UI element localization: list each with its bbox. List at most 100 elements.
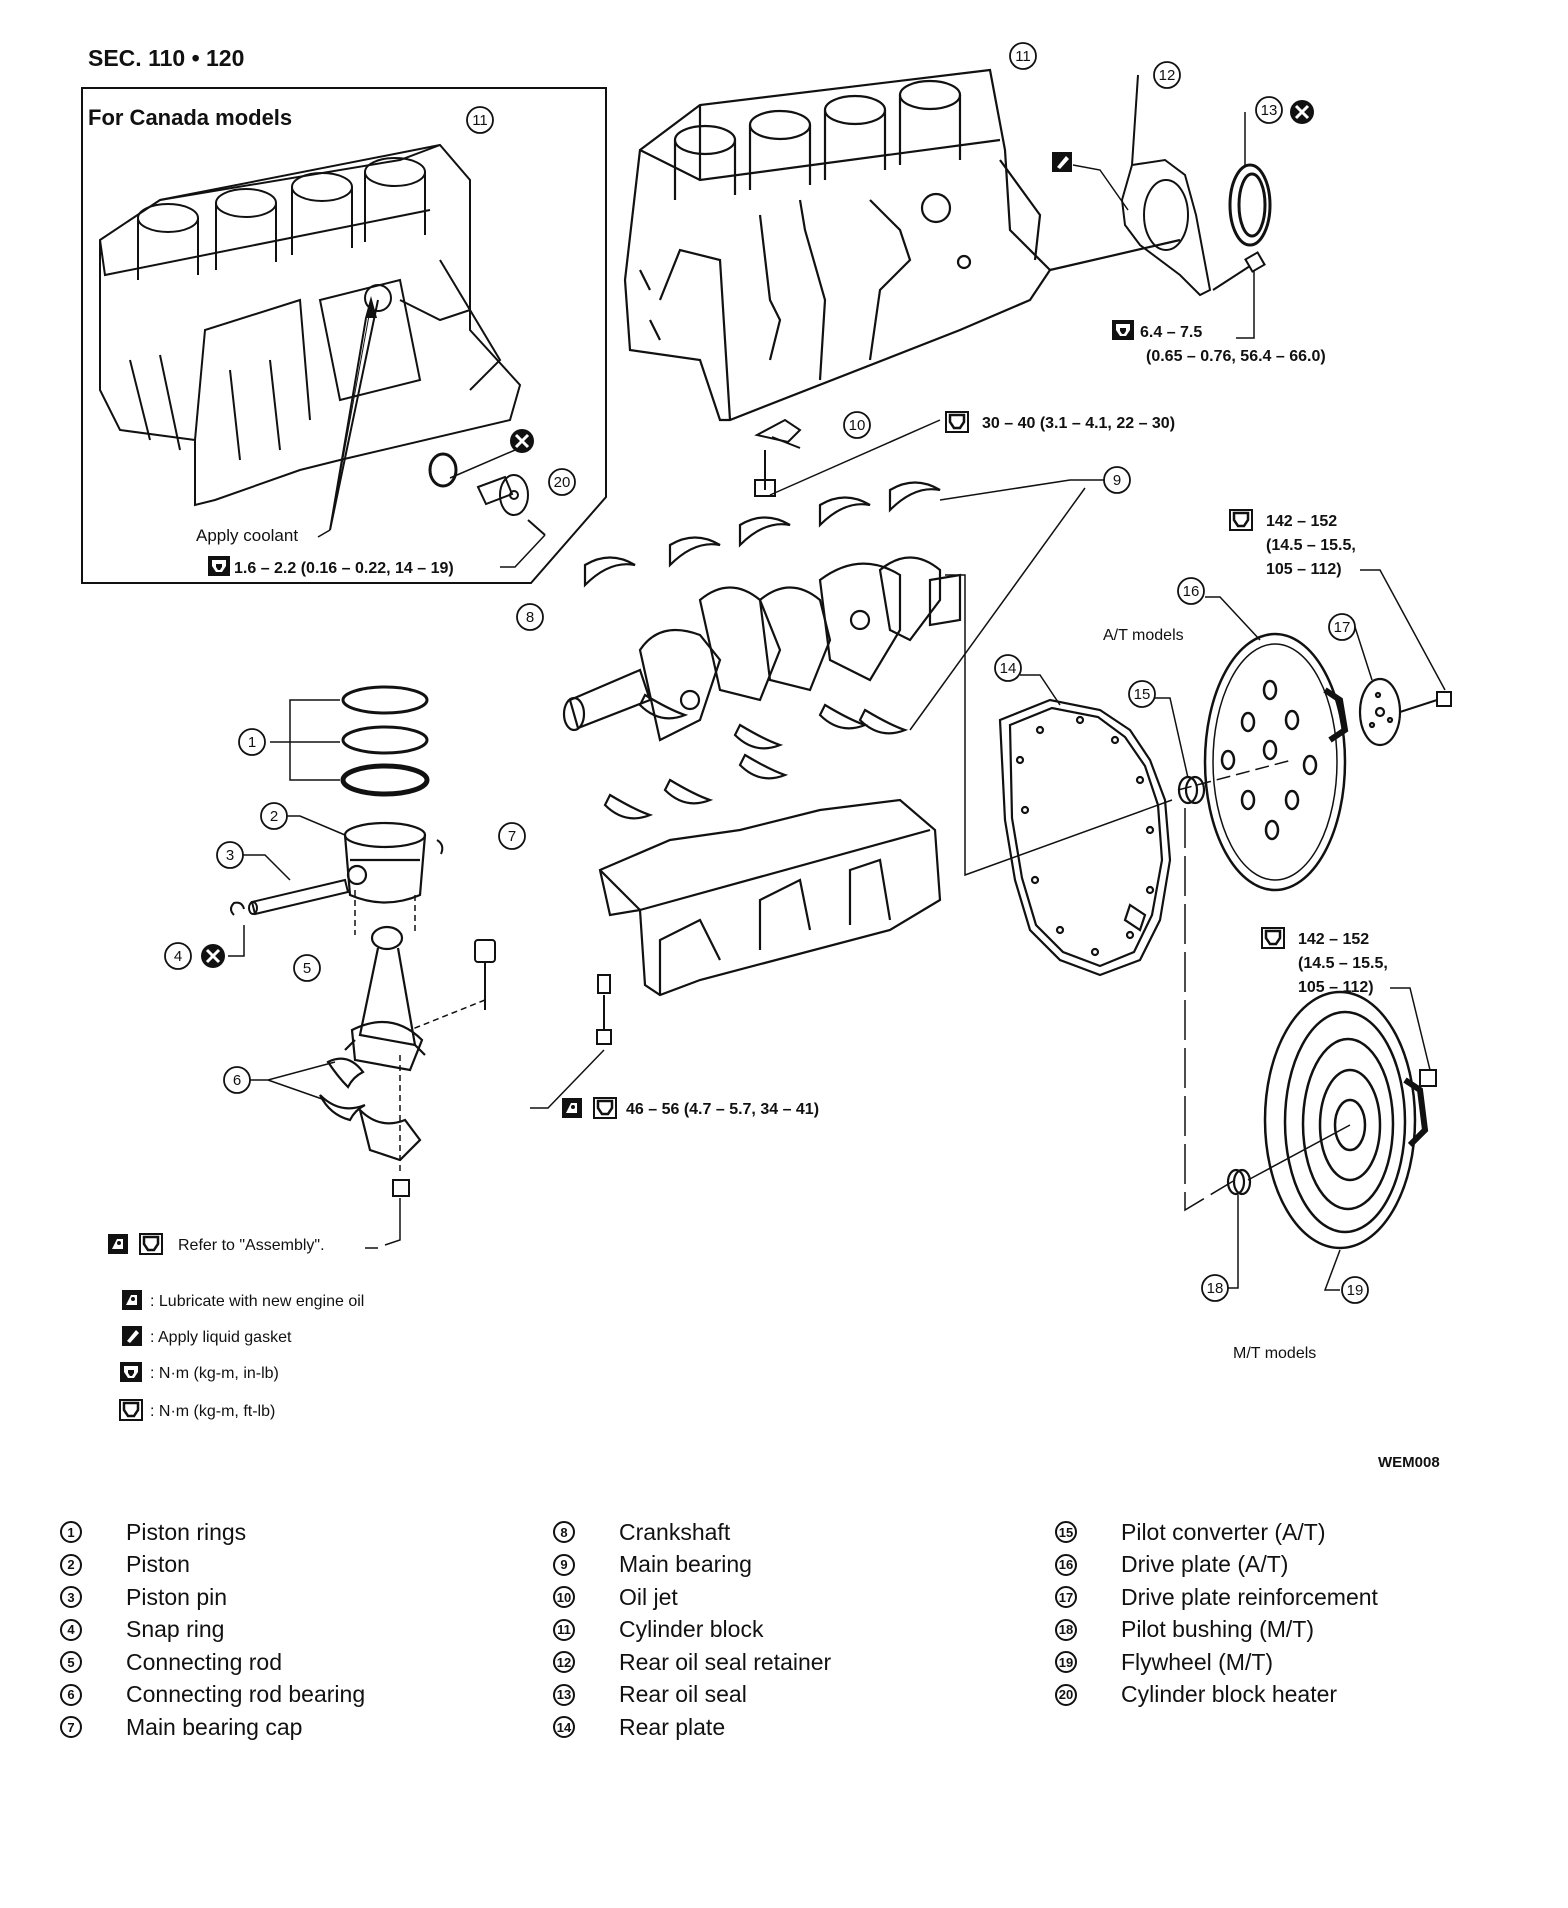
legend-number: 19: [1055, 1651, 1077, 1674]
flywheel-torque-line2: (14.5 – 15.5,: [1298, 955, 1388, 972]
legend-label: Main bearing cap: [126, 1713, 303, 1740]
callout-3: 3: [216, 841, 244, 869]
svg-text:6: 6: [233, 1072, 241, 1089]
crankshaft: [562, 556, 962, 742]
flywheel-torque-line1: 142 – 152: [1298, 931, 1369, 948]
legend-number: 2: [60, 1553, 82, 1576]
legend-label: Rear oil seal retainer: [619, 1648, 832, 1675]
key-gasket-text: : Apply liquid gasket: [150, 1329, 292, 1346]
legend-label: Piston: [126, 1551, 190, 1578]
legend-label: Connecting rod: [126, 1648, 282, 1675]
legend-label: Connecting rod bearing: [126, 1681, 366, 1708]
flywheel: [1263, 990, 1429, 1250]
legend-number: 12: [553, 1651, 575, 1674]
apply-coolant-label: Apply coolant: [196, 526, 298, 545]
legend-label: Rear oil seal: [619, 1681, 747, 1708]
svg-text:13: 13: [1261, 102, 1278, 119]
symbol-key: : Lubricate with new engine oil : Apply …: [118, 1290, 364, 1422]
oil-jet-torque-spec: 30 – 40 (3.1 – 4.1, 22 – 30): [982, 415, 1175, 432]
svg-text:5: 5: [303, 960, 311, 977]
callout-6: 6: [223, 1066, 251, 1094]
section-header: SEC. 110 • 120: [88, 45, 244, 71]
svg-text:15: 15: [1134, 686, 1151, 703]
legend-item: 6 Connecting rod bearing: [60, 1679, 365, 1712]
flywheel-torque-line3: 105 – 112): [1298, 979, 1374, 996]
legend-label: Pilot bushing (M/T): [1121, 1616, 1315, 1643]
callout-5: 5: [293, 954, 321, 982]
callout-7: 7: [498, 822, 526, 850]
piston-pin: [248, 878, 350, 916]
oil-jet: [754, 418, 802, 497]
piston: [343, 821, 427, 904]
legend-label: Piston pin: [126, 1583, 228, 1610]
legend-number: 5: [60, 1651, 82, 1674]
svg-text:1: 1: [248, 734, 256, 751]
callout-14: 14: [994, 654, 1022, 682]
callout-1: 1: [238, 728, 266, 756]
svg-text:18: 18: [1207, 1280, 1224, 1297]
legend-item: 2 Piston: [60, 1549, 365, 1582]
svg-text:11: 11: [472, 112, 488, 129]
legend-item: 1 Piston rings: [60, 1516, 365, 1549]
legend-label: Snap ring: [126, 1616, 225, 1643]
piston-rings: [340, 685, 430, 797]
legend-label: Flywheel (M/T): [1121, 1648, 1274, 1675]
legend-number: 15: [1055, 1521, 1077, 1544]
key-oil-text: : Lubricate with new engine oil: [150, 1293, 364, 1310]
drive-plate-torque-line1: 142 – 152: [1266, 513, 1337, 530]
legend-label: Pilot converter (A/T): [1121, 1518, 1326, 1545]
pilot-bushing: [1226, 1168, 1252, 1196]
legend-number: 8: [553, 1521, 575, 1544]
legend-number: 6: [60, 1683, 82, 1706]
legend-number: 1: [60, 1521, 82, 1544]
callout-13: 13: [1255, 96, 1283, 124]
svg-text:16: 16: [1183, 583, 1200, 600]
legend-label: Cylinder block: [619, 1616, 764, 1643]
callout-2: 2: [260, 802, 288, 830]
callout-12: 12: [1153, 61, 1181, 89]
rod-bolt: [474, 939, 496, 1010]
callout-19: 19: [1341, 1276, 1369, 1304]
legend-label: Cylinder block heater: [1121, 1681, 1338, 1708]
legend-number: 4: [60, 1618, 82, 1641]
retainer-torque-line2: (0.65 – 0.76, 56.4 – 66.0): [1146, 348, 1326, 365]
legend-number: 9: [553, 1553, 575, 1576]
rear-plate: [998, 698, 1172, 977]
svg-text:19: 19: [1347, 1282, 1364, 1299]
cylinder-block: [623, 68, 1181, 422]
main-cap-torque-spec: 46 – 56 (4.7 – 5.7, 34 – 41): [626, 1101, 819, 1118]
main-cap-bolt: [596, 974, 612, 1045]
callout-8: 8: [516, 603, 544, 631]
legend-number: 7: [60, 1716, 82, 1739]
callout-17: 17: [1328, 613, 1356, 641]
retainer-bolt: [1212, 251, 1266, 291]
liquid-gasket-marker: [1052, 152, 1072, 172]
legend-item: 12 Rear oil seal retainer: [553, 1646, 831, 1679]
svg-text:4: 4: [174, 948, 182, 965]
retainer-torque-line1: 6.4 – 7.5: [1140, 324, 1202, 341]
legend-label: Drive plate reinforcement: [1121, 1583, 1378, 1610]
legend-item: 5 Connecting rod: [60, 1646, 365, 1679]
callout-11-main: 11: [1009, 42, 1037, 70]
callout-9: 9: [1103, 466, 1131, 494]
callout-11-canada: 11: [466, 106, 494, 134]
legend-label: Drive plate (A/T): [1121, 1551, 1289, 1578]
connecting-rod-bearings: [319, 1057, 422, 1162]
callout-16: 16: [1177, 577, 1205, 605]
rod-nut: [392, 1179, 410, 1197]
legend-item: 7 Main bearing cap: [60, 1711, 365, 1744]
legend-number: 18: [1055, 1618, 1077, 1641]
callout-15: 15: [1128, 680, 1156, 708]
main-bearings-upper: [583, 481, 941, 588]
legend-label: Piston rings: [126, 1518, 247, 1545]
connecting-rod: [344, 925, 426, 1072]
svg-text:2: 2: [270, 808, 278, 825]
refer-assembly-note: Refer to "Assembly".: [178, 1237, 325, 1254]
svg-text:11: 11: [1015, 48, 1031, 65]
